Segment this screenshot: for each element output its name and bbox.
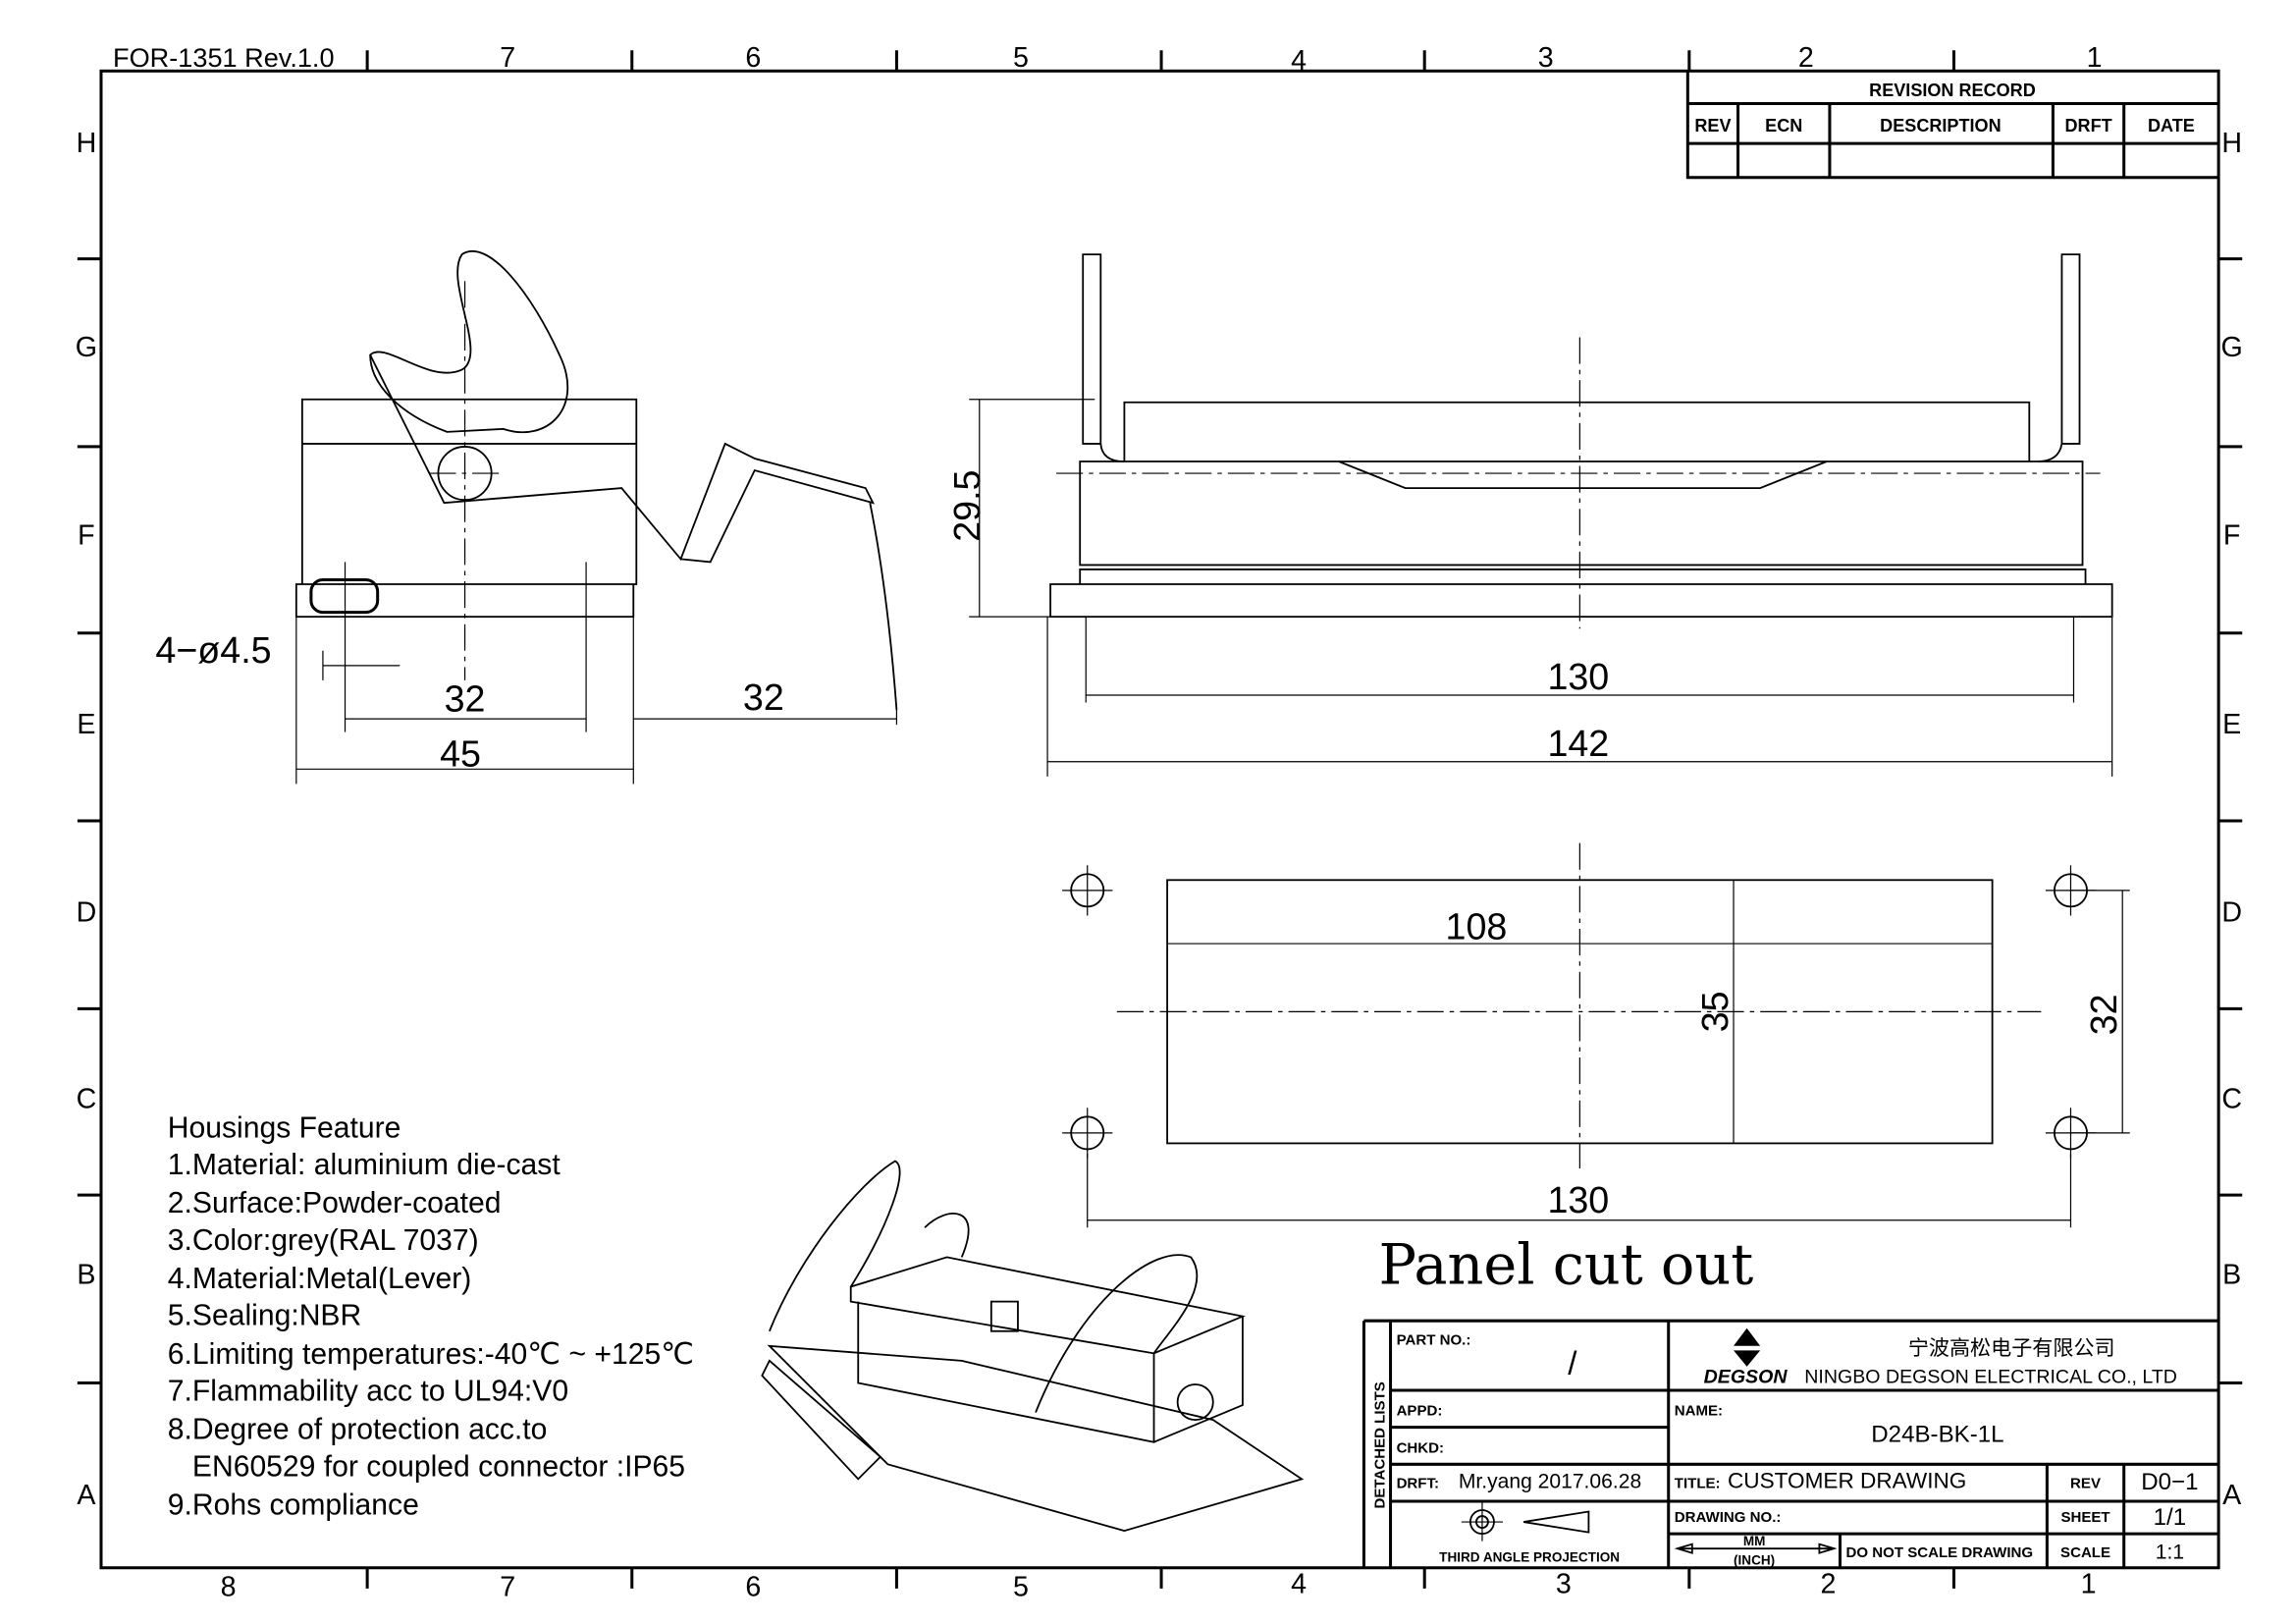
- row-label: F: [2223, 519, 2240, 551]
- title-label: TITLE:: [1675, 1475, 1721, 1491]
- col-label: 4: [1291, 1568, 1307, 1599]
- col-label: 2: [1798, 42, 1814, 74]
- row-label: A: [2222, 1480, 2242, 1511]
- feature-item: 2.Surface:Powder-coated: [168, 1187, 502, 1219]
- part-name: D24B-BK-1L: [1871, 1422, 2003, 1448]
- col-label: 1: [2081, 1568, 2097, 1599]
- row-label: E: [77, 709, 95, 740]
- isometric-view: [761, 1160, 1305, 1533]
- row-label: G: [2221, 332, 2243, 363]
- col-label: 8: [221, 1571, 237, 1602]
- col-label: 6: [745, 42, 761, 74]
- rev-label: REV: [2070, 1475, 2101, 1491]
- feature-item: 3.Color:grey(RAL 7037): [168, 1224, 479, 1257]
- feature-item: 7.Flammability acc to UL94:V0: [168, 1376, 568, 1408]
- revision-header: ECN: [1765, 116, 1802, 135]
- col-label: 3: [1538, 42, 1554, 74]
- col-label: 7: [500, 42, 515, 74]
- col-label: 5: [1013, 42, 1029, 74]
- dim-hole-pitch-h: 130: [1547, 1179, 1609, 1220]
- logo-text: DEGSON: [1704, 1366, 1789, 1387]
- appd-label: APPD:: [1397, 1403, 1443, 1420]
- scale-value: 1:1: [2156, 1542, 2184, 1564]
- side-view: [294, 250, 898, 785]
- sheet-value: 1/1: [2154, 1504, 2187, 1531]
- row-label: G: [76, 332, 97, 363]
- housing-features: Housings Feature 1.Material: aluminium d…: [168, 1111, 694, 1521]
- row-label: H: [77, 128, 97, 159]
- dim-cutout-height: 35: [1694, 991, 1735, 1032]
- row-label: C: [2221, 1083, 2242, 1114]
- revision-header: DRFT: [2064, 116, 2111, 135]
- features-title: Housings Feature: [168, 1111, 401, 1144]
- revision-header: DATE: [2148, 116, 2195, 135]
- col-label: 2: [1820, 1568, 1836, 1599]
- projection-label: THIRD ANGLE PROJECTION: [1439, 1550, 1620, 1565]
- row-label: A: [77, 1480, 96, 1511]
- detached-lists-label: DETACHED LISTS: [1372, 1381, 1389, 1508]
- units-arrow-icon: [1674, 1543, 1838, 1554]
- feature-item: 6.Limiting temperatures:-40℃ ~ +125℃: [168, 1338, 694, 1371]
- revision-record-title: REVISION RECORD: [1869, 81, 2036, 100]
- feature-item: 9.Rohs compliance: [168, 1489, 419, 1522]
- scale-label: SCALE: [2060, 1544, 2110, 1561]
- units-top: MM: [1743, 1534, 1766, 1548]
- feature-item: 1.Material: aluminium die-cast: [168, 1149, 561, 1181]
- rev-value: D0−1: [2141, 1469, 2198, 1495]
- row-label: C: [77, 1083, 97, 1114]
- company-name-cn: 宁波高松电子有限公司: [1908, 1335, 2115, 1360]
- row-label: B: [2222, 1260, 2241, 1291]
- third-angle-projection-icon: [1461, 1502, 1590, 1542]
- revision-header: REV: [1694, 116, 1731, 135]
- row-label: B: [77, 1260, 95, 1291]
- feature-item: EN60529 for coupled connector :IP65: [168, 1450, 685, 1483]
- drft-label: DRFT:: [1397, 1475, 1439, 1491]
- company-name-en: NINGBO DEGSON ELECTRICAL CO., LTD: [1804, 1366, 2177, 1387]
- col-label: 7: [500, 1571, 515, 1602]
- revision-record-table: REVISION RECORD REV ECN DESCRIPTION DRFT…: [1685, 71, 2219, 180]
- col-label: 3: [1556, 1568, 1572, 1599]
- panel-cutout-view: [1062, 842, 2130, 1228]
- row-label: F: [78, 519, 94, 551]
- name-label: NAME:: [1675, 1403, 1723, 1420]
- col-label: 6: [745, 1571, 761, 1602]
- units-bottom: (INCH): [1734, 1553, 1775, 1568]
- do-not-scale: DO NOT SCALE DRAWING: [1846, 1544, 2034, 1561]
- title-block: DETACHED LISTS PART NO.: APPD: CHKD: DRF…: [1362, 1319, 2219, 1568]
- title-value: CUSTOMER DRAWING: [1728, 1468, 1966, 1492]
- panel-cutout-label: Panel cut out: [1378, 1233, 1753, 1298]
- degson-logo: DEGSON: [1704, 1327, 1789, 1387]
- row-label: D: [2221, 896, 2242, 928]
- row-label: E: [2222, 709, 2241, 740]
- part-no: /: [1568, 1345, 1577, 1381]
- revision-header: DESCRIPTION: [1880, 116, 2001, 135]
- front-view: [969, 253, 2113, 777]
- col-label: 5: [1013, 1571, 1029, 1602]
- dim-hole-pitch-v: 32: [2083, 994, 2124, 1035]
- dim-holes: 4−ø4.5: [155, 629, 271, 671]
- feature-item: 5.Sealing:NBR: [168, 1300, 362, 1332]
- dim-height: 29.5: [946, 470, 988, 542]
- dim-cutout-length: 108: [1446, 906, 1508, 947]
- drawing-no-label: DRAWING NO.:: [1675, 1509, 1782, 1526]
- row-label: D: [77, 896, 97, 928]
- chkd-label: CHKD:: [1397, 1439, 1444, 1456]
- dim-inner-length: 130: [1547, 656, 1609, 697]
- part-no-label: PART NO.:: [1397, 1331, 1471, 1348]
- row-label: H: [2221, 128, 2242, 159]
- col-label: 1: [2087, 42, 2103, 74]
- sheet-label: SHEET: [2060, 1509, 2110, 1526]
- feature-item: 8.Degree of protection acc.to: [168, 1414, 548, 1446]
- dim-overall-length: 142: [1547, 723, 1609, 764]
- dim-lever: 32: [743, 677, 784, 718]
- dim-width: 45: [440, 732, 481, 774]
- feature-item: 4.Material:Metal(Lever): [168, 1263, 472, 1295]
- zone-ticks: [77, 50, 2243, 1589]
- dim-hole-spacing: 32: [445, 678, 486, 720]
- drft-value: Mr.yang 2017.06.28: [1459, 1470, 1641, 1492]
- form-id: FOR-1351 Rev.1.0: [113, 42, 335, 73]
- col-label: 4: [1291, 45, 1307, 77]
